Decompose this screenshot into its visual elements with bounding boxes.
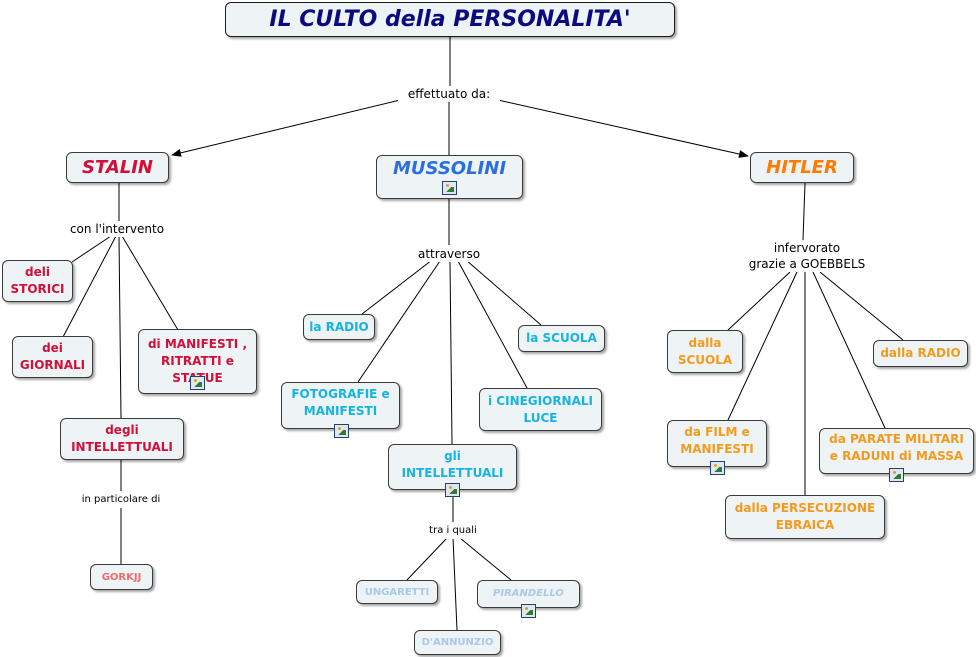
concept-mussolini[interactable]: MUSSOLINI (376, 155, 523, 199)
concept-hitler-label: HITLER (766, 157, 838, 178)
concept-gorkjj-label: GORKJJ (101, 571, 142, 583)
image-icon[interactable] (710, 461, 725, 475)
concept-cinegiornali-label: i CINEGIORNALI LUCE (488, 393, 593, 425)
concept-ungaretti[interactable]: UNGARETTI (356, 580, 438, 604)
link-label-effettuato-da: effettuato da: (398, 86, 500, 102)
concept-degli-intellettuali[interactable]: degli INTELLETTUALI (60, 418, 184, 460)
concept-dannunzio[interactable]: D'ANNUNZIO (414, 630, 501, 655)
concept-la-scuola[interactable]: la SCUOLA (518, 325, 605, 352)
concept-dalla-scuola-label: dalla SCUOLA (677, 335, 733, 367)
concept-manifesti-ritratti-statue[interactable]: di MANIFESTI , RITRATTI e STATUE (138, 329, 257, 394)
concept-dei-giornali[interactable]: dei GIORNALI (12, 336, 93, 378)
concept-gli-intellettuali-label: gli INTELLETTUALI (401, 449, 504, 480)
concept-la-scuola-label: la SCUOLA (526, 331, 597, 345)
concept-hitler[interactable]: HITLER (750, 152, 854, 183)
concept-ungaretti-label: UNGARETTI (364, 586, 430, 598)
concept-la-radio[interactable]: la RADIO (303, 314, 375, 340)
concept-deli-storici-label: deli STORICI (10, 265, 65, 296)
image-icon[interactable] (445, 483, 460, 497)
image-icon[interactable] (334, 424, 349, 438)
concept-pirandello[interactable]: PIRANDELLO (477, 580, 580, 618)
image-icon[interactable] (889, 468, 904, 482)
concept-deli-storici[interactable]: deli STORICI (2, 260, 73, 302)
map-title: IL CULTO della PERSONALITA' (225, 2, 675, 37)
concept-dalla-radio[interactable]: dalla RADIO (873, 340, 968, 367)
concept-stalin-label: STALIN (81, 157, 153, 178)
concept-parate-militari-label: da PARATE MILITARI e RADUNI di MASSA (829, 432, 964, 463)
map-title-text: IL CULTO della PERSONALITA' (269, 7, 631, 32)
concept-stalin[interactable]: STALIN (66, 152, 169, 183)
link-label-tra-i-quali: tra i quali (422, 523, 484, 539)
concept-la-radio-label: la RADIO (309, 319, 369, 334)
concept-pirandello-label: PIRANDELLO (493, 588, 564, 599)
link-label-goebbels: infervorato grazie a GOEBBELS (741, 240, 873, 272)
concept-dalla-radio-label: dalla RADIO (880, 346, 961, 360)
image-icon[interactable] (190, 376, 205, 390)
concept-dalla-scuola[interactable]: dalla SCUOLA (667, 330, 743, 373)
concept-fotografie-label: FOTOGRAFIE e MANIFESTI (291, 387, 390, 418)
concept-film-manifesti[interactable]: da FILM e MANIFESTI (667, 420, 767, 475)
concept-parate-militari[interactable]: da PARATE MILITARI e RADUNI di MASSA (819, 428, 974, 482)
image-icon[interactable] (521, 604, 536, 618)
concept-mussolini-label: MUSSOLINI (392, 158, 507, 179)
concept-manifesti-label: di MANIFESTI , RITRATTI e STATUE (147, 337, 248, 385)
concept-dannunzio-label: D'ANNUNZIO (421, 637, 494, 648)
link-label-con-intervento: con l'intervento (66, 221, 168, 237)
image-icon[interactable] (442, 181, 457, 195)
concept-fotografie-manifesti[interactable]: FOTOGRAFIE e MANIFESTI (281, 382, 400, 438)
concept-gorkjj[interactable]: GORKJJ (90, 564, 153, 590)
concept-film-manifesti-label: da FILM e MANIFESTI (680, 425, 754, 456)
concept-persecuzione-ebraica[interactable]: dalla PERSECUZIONE EBRAICA (725, 495, 885, 539)
concept-degli-intellettuali-label: degli INTELLETTUALI (71, 423, 173, 454)
concept-gli-intellettuali[interactable]: gli INTELLETTUALI (388, 444, 517, 497)
concept-persecuzione-label: dalla PERSECUZIONE EBRAICA (734, 501, 876, 532)
concept-cinegiornali-luce[interactable]: i CINEGIORNALI LUCE (479, 388, 602, 431)
concept-dei-giornali-label: dei GIORNALI (19, 341, 86, 372)
link-label-attraverso: attraverso (414, 246, 484, 262)
link-label-in-particolare: in particolare di (76, 492, 166, 508)
